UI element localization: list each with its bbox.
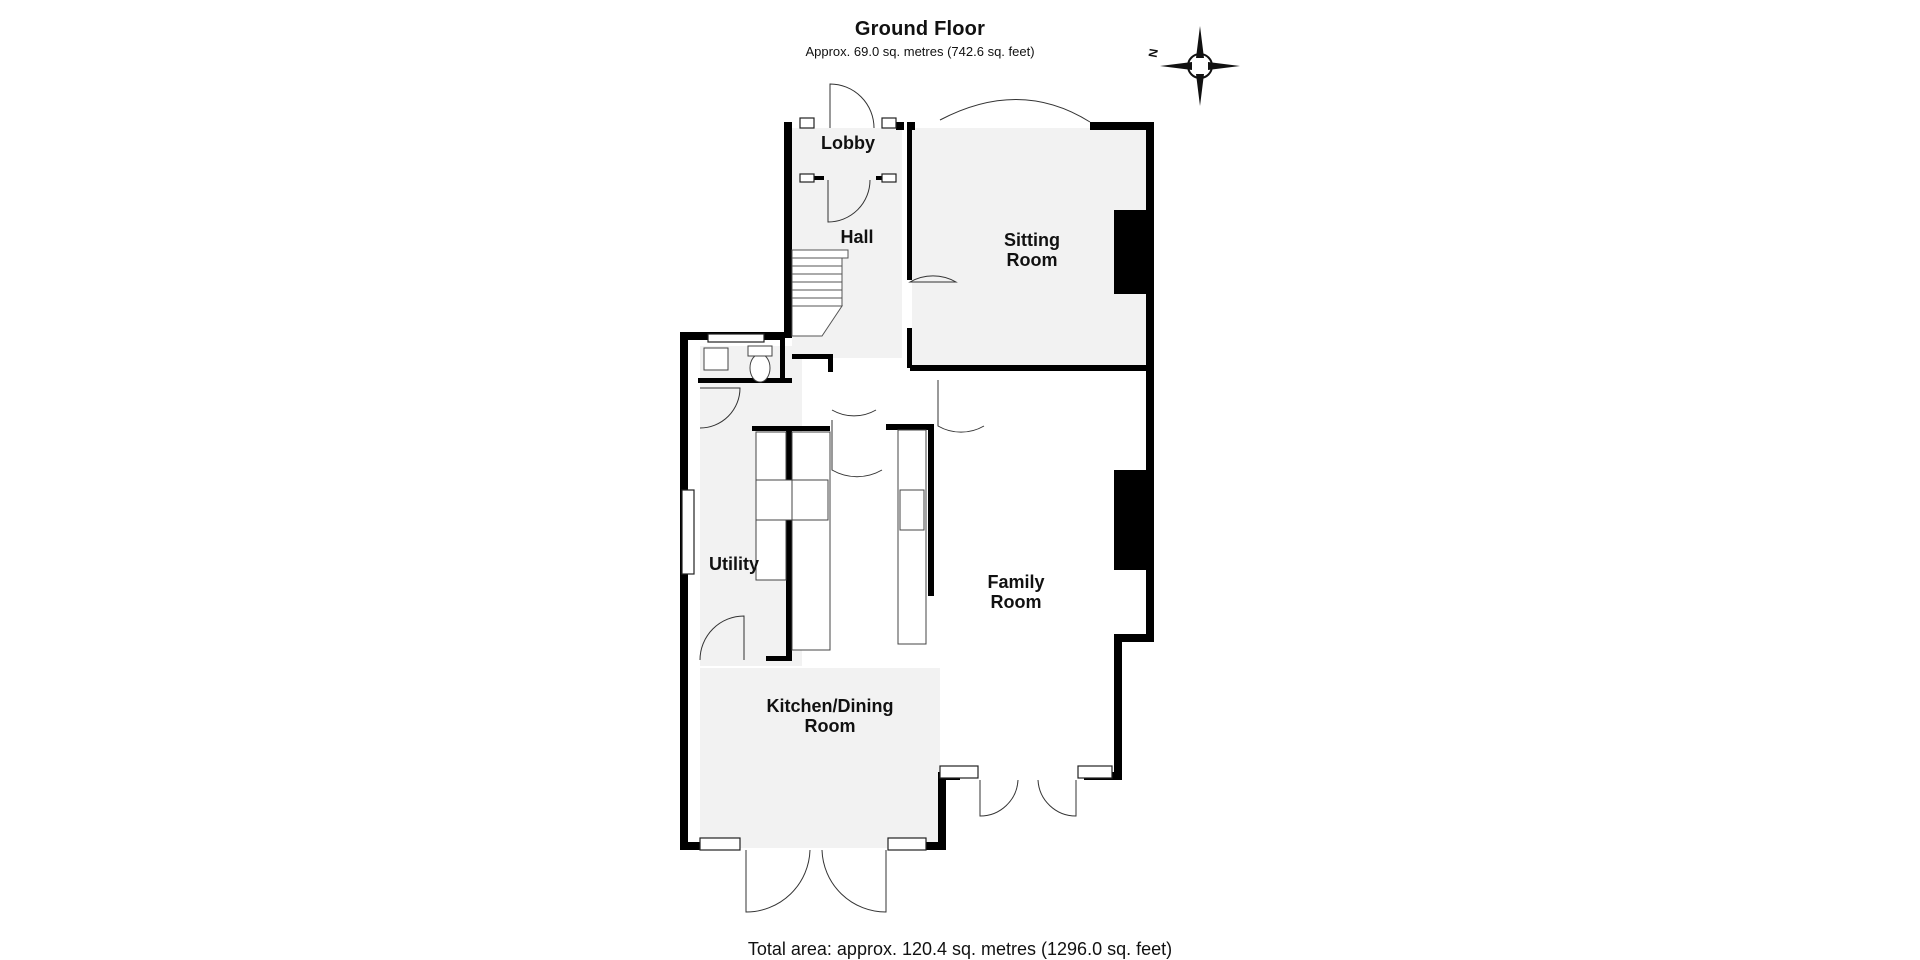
room-label-utility: Utility — [708, 554, 760, 574]
walls — [680, 122, 1154, 850]
doors — [699, 83, 1077, 913]
windows — [681, 117, 1113, 851]
staircase — [791, 249, 849, 337]
bay-window — [939, 99, 1091, 123]
total-area: Total area: approx. 120.4 sq. metres (12… — [747, 939, 1173, 959]
room-label-sitting-room: Sitting Room — [1004, 230, 1060, 270]
floor-title: Ground Floor — [854, 18, 986, 40]
room-label-kitchen-dining: Kitchen/Dining Room — [766, 696, 894, 736]
kitchen-units — [755, 429, 927, 651]
compass-icon — [1160, 26, 1240, 106]
wc-fixtures — [703, 345, 773, 383]
floor-area: Approx. 69.0 sq. metres (742.6 sq. feet) — [805, 44, 1035, 59]
room-label-lobby: Lobby — [821, 133, 875, 153]
room-label-family-room: Family Room — [987, 572, 1045, 612]
room-label-hall: Hall — [840, 227, 874, 247]
